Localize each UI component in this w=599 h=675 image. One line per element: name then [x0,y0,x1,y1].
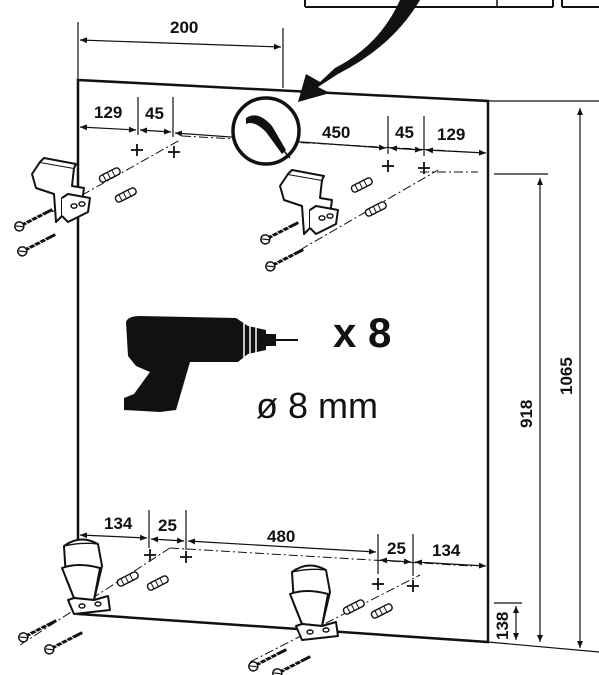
dim-25-right: 25 [387,539,406,558]
dim-134-right: 134 [432,541,461,560]
dim-918: 918 [517,400,536,428]
dim-138: 138 [493,612,512,640]
dim-129-right: 129 [437,125,465,144]
top-table-fragment [304,0,599,8]
drill-diameter: ø 8 mm [256,385,378,426]
dim-129-left: 129 [94,103,122,122]
wall-outline [487,100,599,653]
drill-hole-count: x 8 [333,309,391,356]
pencil-mark-icon [231,96,301,166]
dim-25-left: 25 [158,516,177,535]
dimension-bottom-height: 138 [493,602,522,640]
power-drill-icon [124,316,298,412]
callout-arrow [298,0,420,102]
dim-134-left: 134 [104,514,133,533]
dim-45-left: 45 [145,104,164,123]
dimension-bottom-right: 25 134 [377,534,487,576]
dimension-top-offset: 200 [77,18,284,88]
cabinet-back-panel [76,78,490,644]
dimension-top-right: 45 129 [387,116,487,156]
dimension-total-height: 1065 [557,108,583,648]
dimension-top-left: 129 45 [79,97,174,137]
dim-450: 450 [322,123,350,142]
dim-1065: 1065 [557,357,576,395]
dim-200: 200 [170,18,198,37]
dim-480: 480 [267,527,295,546]
dimension-bottom-middle: 480 [187,527,377,555]
dimension-mid-height: 918 [494,173,548,642]
dim-45-right: 45 [395,123,414,142]
dimension-bottom-left: 134 25 [79,510,187,550]
